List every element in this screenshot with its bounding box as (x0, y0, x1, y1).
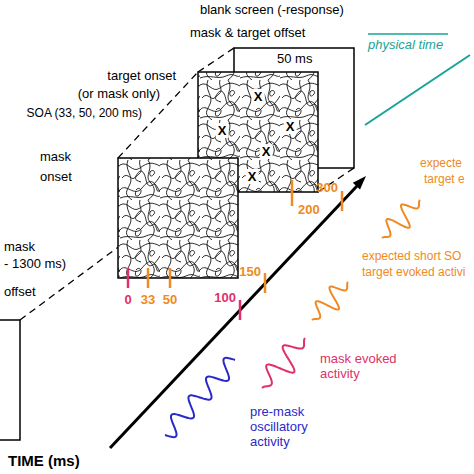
activity-label-box: expecte (420, 157, 462, 171)
perspective-line (20, 158, 238, 320)
event-label-box: mask & target offset (190, 26, 305, 41)
target-letter-box: X (260, 145, 273, 160)
soa-label: SOA (33, 50, 200 ms) (27, 106, 142, 120)
activity-label: pre-mask oscillatory activity (250, 404, 308, 449)
axis-label: physical time (368, 37, 443, 52)
activity-label-box: target evoked activi (362, 266, 465, 280)
event-label-box: mask (40, 150, 71, 165)
activity-label: mask evoked activity (320, 351, 397, 381)
tick-mark (127, 268, 130, 288)
event-label: (or mask only) (78, 86, 160, 101)
tick-number: 200 (298, 202, 320, 217)
activity-wave (312, 282, 348, 320)
tick-mark (264, 273, 267, 293)
activity-wave (165, 358, 235, 437)
activity-label: target evoked activi (362, 265, 465, 279)
activity-label-box: mask evoked activity (320, 352, 405, 382)
tick-mark (291, 180, 294, 206)
event-label-box: offset (4, 285, 36, 300)
activity-label: target e (424, 172, 465, 186)
axis-title-box: TIME (ms) (8, 452, 80, 469)
tick-number-box: 50 (163, 293, 177, 308)
event-label: blank screen (-response) (200, 2, 344, 17)
tick-number: 150 (239, 264, 261, 279)
event-label-box: (or mask only) (78, 87, 160, 102)
tick-mark (239, 300, 242, 320)
arrow-head (353, 176, 366, 190)
soa-label-box: SOA (33, 50, 200 ms) (27, 107, 142, 121)
event-label: mask (4, 239, 35, 254)
duration-label-box: 50 ms (277, 52, 312, 67)
tick-number: 100 (214, 290, 236, 305)
target-letter: X (216, 123, 229, 138)
event-label-box: - 1300 ms) (4, 257, 66, 272)
tick-number-box: 300 (316, 181, 338, 196)
tick-mark (169, 268, 172, 288)
target-letter-box: X (284, 120, 297, 135)
event-label: mask & target offset (190, 25, 305, 40)
tick-number-box: 0 (124, 293, 131, 308)
activity-label-box: pre-mask oscillatory activity (250, 405, 345, 450)
axis-label-box: physical time (368, 38, 443, 53)
time-axis (110, 186, 357, 448)
event-label: mask (40, 149, 71, 164)
event-label: offset (4, 284, 36, 299)
perspective-line (198, 48, 234, 72)
screen-frame (0, 320, 20, 440)
event-label-box: mask (4, 240, 35, 255)
activity-label-box: target e (424, 173, 465, 187)
activity-label: expected short SO (362, 249, 461, 263)
event-label: - 1300 ms) (4, 256, 66, 271)
target-letter: X (260, 144, 273, 159)
target-letter-box: X (252, 90, 265, 105)
tick-number-box: 150 (239, 265, 261, 280)
activity-label: expecte (420, 156, 462, 170)
event-label: target onset (107, 68, 176, 83)
activity-wave (262, 338, 305, 388)
event-label-box: blank screen (-response) (200, 3, 344, 18)
duration-label: 50 ms (277, 51, 312, 66)
tick-number: 33 (141, 292, 155, 307)
event-label-box: target onset (107, 69, 176, 84)
activity-wave (382, 200, 420, 238)
tick-number: 0 (124, 292, 131, 307)
time-line (365, 55, 470, 125)
tick-number: 50 (163, 292, 177, 307)
overline (368, 33, 448, 35)
event-label: onset (40, 169, 72, 184)
target-letter: X (252, 89, 265, 104)
target-letter: X (284, 119, 297, 134)
tick-number-box: 200 (298, 203, 320, 218)
target-letter: X (246, 169, 259, 184)
event-label-box: onset (40, 170, 72, 185)
target-letter-box: X (246, 170, 259, 185)
tick-number-box: 100 (214, 291, 236, 306)
mask-texture (118, 158, 238, 278)
tick-number: 300 (316, 180, 338, 195)
tick-mark (147, 268, 150, 288)
tick-number-box: 33 (141, 293, 155, 308)
target-letter-box: X (216, 124, 229, 139)
tick-mark (341, 191, 344, 211)
activity-label-box: expected short SO (362, 250, 461, 264)
wave-group (165, 200, 420, 437)
screen-ground (118, 158, 238, 278)
axis-title: TIME (ms) (8, 452, 80, 469)
